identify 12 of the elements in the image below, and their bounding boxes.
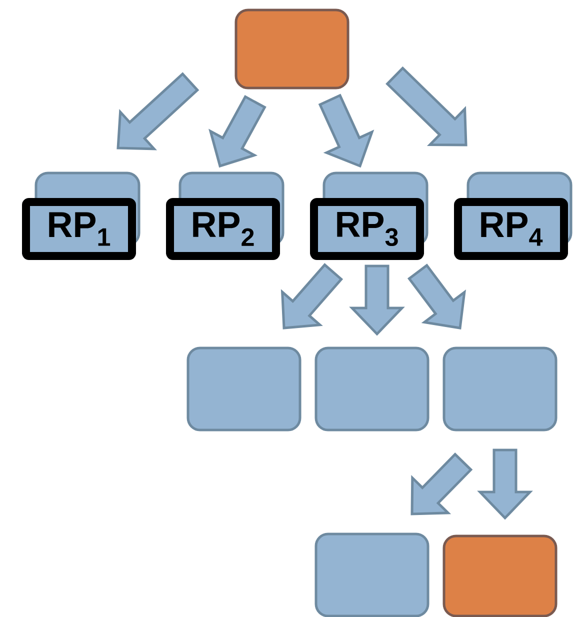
process-box bbox=[442, 534, 558, 617]
label-box: RP$_{3}$ bbox=[310, 172, 428, 260]
label-box: RP$_{2}$ bbox=[166, 172, 284, 260]
process-box bbox=[314, 532, 430, 617]
label-box: RP$_{1}$ bbox=[22, 172, 140, 260]
block-arrow bbox=[477, 448, 533, 520]
label-box: RP$_{4}$ bbox=[454, 172, 572, 260]
block-arrow bbox=[349, 264, 405, 336]
process-box bbox=[186, 346, 302, 432]
process-box bbox=[234, 8, 350, 90]
process-box bbox=[442, 346, 558, 432]
process-box bbox=[314, 346, 430, 432]
